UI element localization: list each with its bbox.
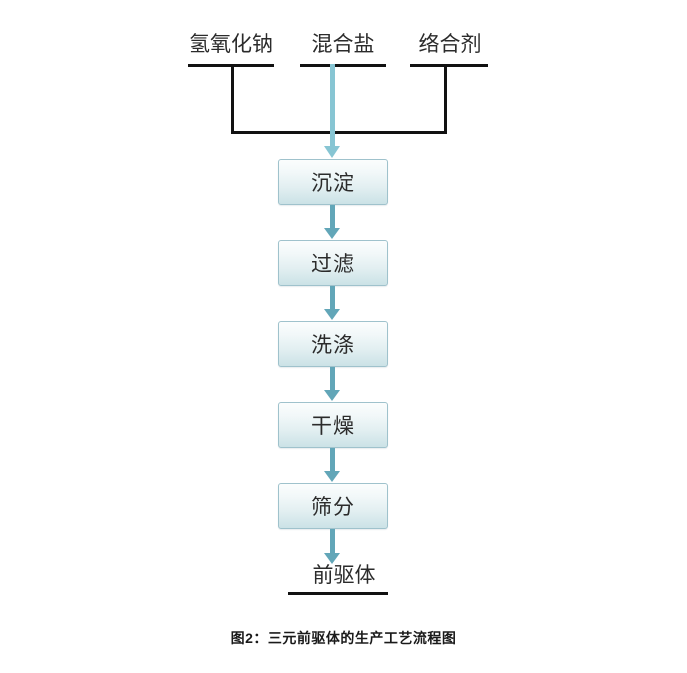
drop-line-left bbox=[231, 64, 234, 134]
link-arrow-head-1 bbox=[324, 228, 340, 239]
link-arrow-shaft-3 bbox=[330, 367, 335, 392]
drop-line-right bbox=[444, 64, 447, 134]
link-arrow-shaft-1 bbox=[330, 205, 335, 230]
feed-arrow-head bbox=[324, 146, 340, 158]
process-box-drying[interactable]: 干燥 bbox=[278, 402, 388, 448]
process-box-precipitation[interactable]: 沉淀 bbox=[278, 159, 388, 205]
input-rule-middle bbox=[300, 64, 386, 67]
output-rule bbox=[288, 592, 388, 595]
output-arrow-shaft bbox=[330, 529, 335, 555]
input-rule-right bbox=[410, 64, 488, 67]
manifold-join-bar bbox=[231, 131, 447, 134]
process-box-sieving[interactable]: 筛分 bbox=[278, 483, 388, 529]
output-arrow-head bbox=[324, 553, 340, 564]
input-label-mixed-salt: 混合盐 bbox=[311, 33, 375, 56]
input-label-sodium-hydroxide: 氢氧化钠 bbox=[189, 33, 273, 56]
output-label-precursor: 前驱体 bbox=[312, 564, 376, 587]
link-arrow-head-3 bbox=[324, 390, 340, 401]
figure-caption: 图2：三元前驱体的生产工艺流程图 bbox=[230, 630, 457, 646]
link-arrow-head-4 bbox=[324, 471, 340, 482]
process-box-filtration[interactable]: 过滤 bbox=[278, 240, 388, 286]
input-label-complexing-agent: 络合剂 bbox=[418, 33, 482, 56]
process-box-washing[interactable]: 洗涤 bbox=[278, 321, 388, 367]
feed-arrow-shaft bbox=[330, 64, 335, 148]
link-arrow-head-2 bbox=[324, 309, 340, 320]
link-arrow-shaft-4 bbox=[330, 448, 335, 473]
link-arrow-shaft-2 bbox=[330, 286, 335, 311]
